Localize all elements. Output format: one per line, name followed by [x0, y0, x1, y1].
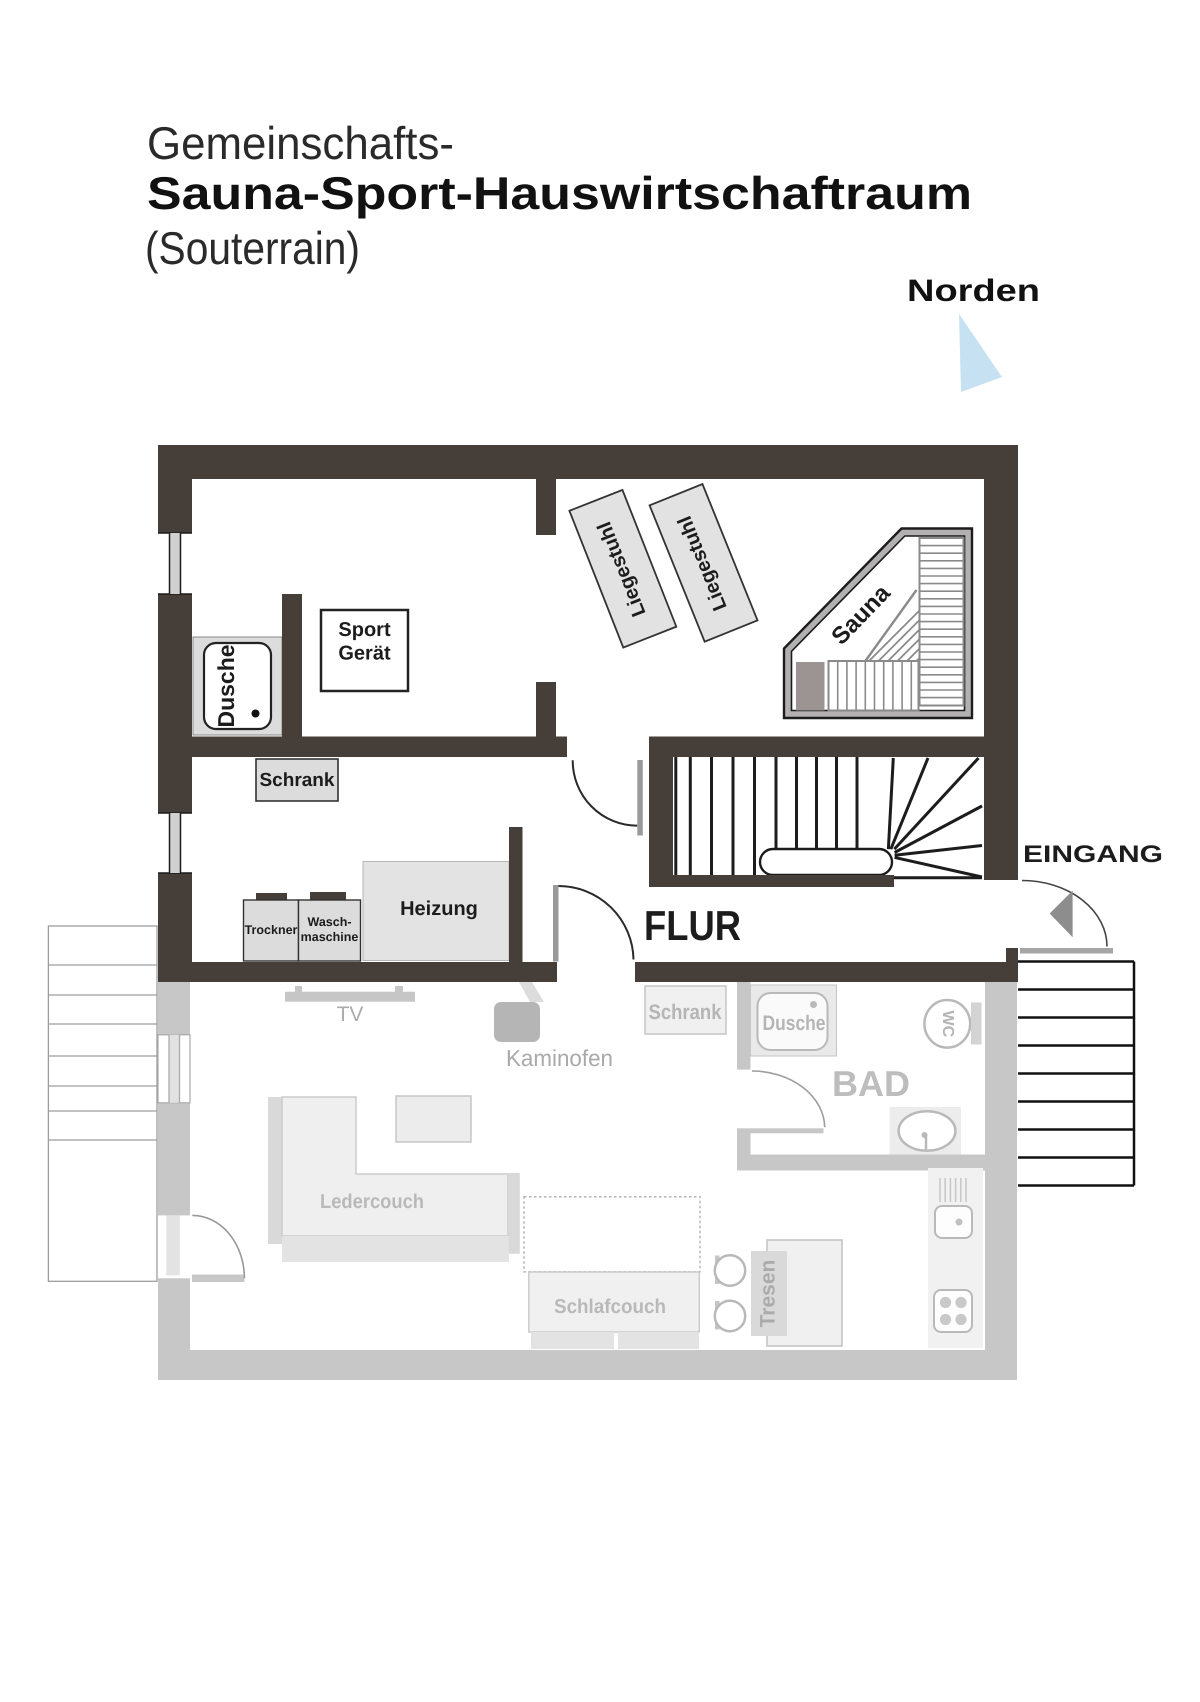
svg-text:Sauna-Sport-Hauswirtschaftraum: Sauna-Sport-Hauswirtschaftraum	[147, 167, 972, 219]
svg-text:FLUR: FLUR	[644, 902, 741, 949]
svg-text:maschine: maschine	[301, 930, 359, 944]
svg-text:Schrank: Schrank	[649, 1001, 722, 1024]
svg-text:WC: WC	[939, 1010, 956, 1037]
svg-text:BAD: BAD	[832, 1063, 910, 1104]
svg-text:Norden: Norden	[907, 273, 1040, 308]
svg-text:EINGANG: EINGANG	[1023, 841, 1163, 868]
svg-text:Gemeinschafts-: Gemeinschafts-	[147, 117, 454, 169]
svg-text:Wasch-: Wasch-	[308, 915, 352, 929]
svg-text:Schrank: Schrank	[260, 770, 335, 791]
svg-text:TV: TV	[337, 1003, 364, 1026]
svg-text:Gerät: Gerät	[338, 643, 391, 665]
svg-text:Ledercouch: Ledercouch	[320, 1191, 424, 1213]
svg-text:Trockner: Trockner	[245, 923, 298, 937]
svg-text:Dusche: Dusche	[763, 1012, 826, 1035]
svg-text:Sport: Sport	[338, 619, 391, 641]
svg-text:Schlafcouch: Schlafcouch	[554, 1296, 666, 1318]
svg-text:Heizung: Heizung	[400, 898, 478, 920]
svg-text:Dusche: Dusche	[213, 644, 239, 727]
svg-text:(Souterrain): (Souterrain)	[145, 222, 360, 274]
svg-text:Tresen: Tresen	[756, 1260, 779, 1328]
svg-text:Kaminofen: Kaminofen	[506, 1045, 613, 1071]
